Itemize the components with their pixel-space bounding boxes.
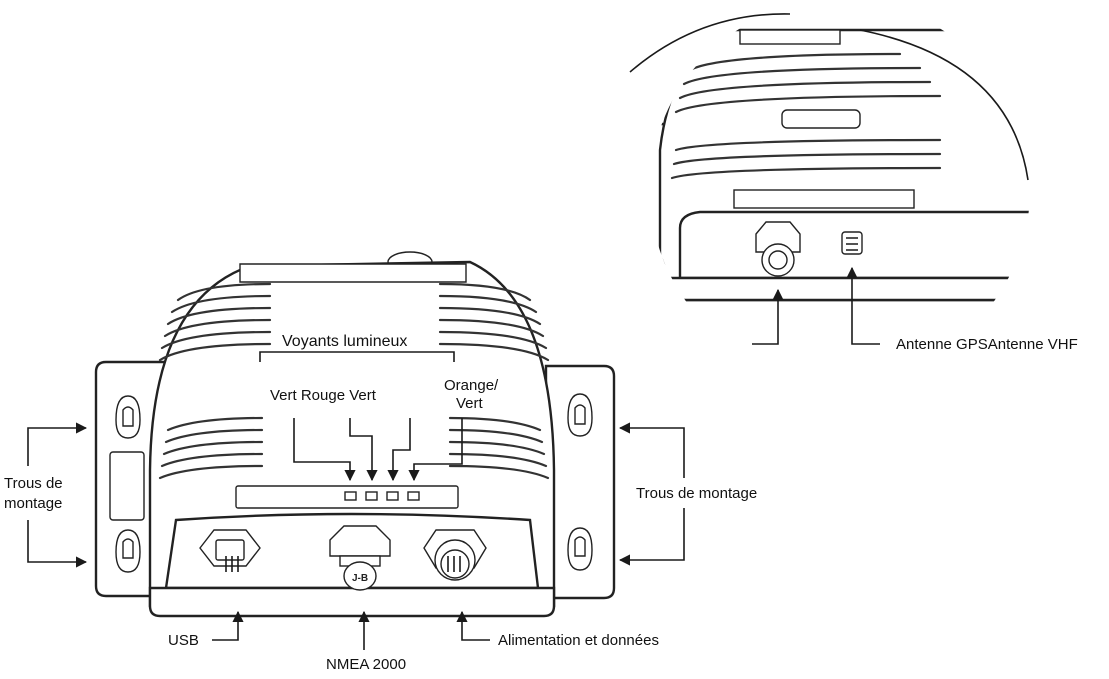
zoom-inset-rear-view bbox=[629, 13, 1030, 302]
mount-hole-callouts-right: Trous de montage bbox=[618, 422, 757, 566]
led-4-orange-green bbox=[407, 491, 420, 501]
mount-hole-right-bottom bbox=[567, 527, 593, 571]
port-callouts: USB NMEA 2000 Alimentation et données bbox=[168, 610, 659, 673]
nmea-connector-marking: J-B bbox=[352, 573, 368, 584]
mount-holes-right-label: Trous de montage bbox=[636, 485, 757, 502]
device-main-illustration: J-B bbox=[94, 251, 616, 618]
cooling-fins-lower bbox=[158, 416, 550, 480]
mount-hole-left-bottom bbox=[115, 529, 141, 573]
mount-hole-callouts-left: Trous de montage bbox=[4, 422, 88, 568]
orange-vert-label-line2: Vert bbox=[456, 395, 484, 412]
led-3-green bbox=[386, 491, 399, 501]
led-1-green bbox=[344, 491, 357, 501]
nmea2000-port: J-B bbox=[329, 525, 391, 591]
cooling-fins-upper bbox=[158, 282, 550, 362]
vhf-antenna-connector bbox=[841, 231, 863, 255]
mount-hole-left-top bbox=[115, 395, 141, 439]
usb-label: USB bbox=[168, 632, 199, 649]
leds-title: Voyants lumineux bbox=[282, 333, 407, 350]
antenna-labels: Antenne GPSAntenne VHF bbox=[896, 336, 1078, 353]
mount-holes-left-label-line2: montage bbox=[4, 495, 62, 512]
led-colors-label: Vert Rouge Vert bbox=[270, 387, 377, 404]
mount-holes-left-label-line1: Trous de bbox=[4, 475, 63, 492]
power-data-port bbox=[423, 529, 487, 581]
gps-antenna-connector bbox=[755, 221, 801, 277]
nmea2000-label: NMEA 2000 bbox=[326, 656, 406, 673]
led-2-red bbox=[365, 491, 378, 501]
power-data-label: Alimentation et données bbox=[498, 632, 659, 649]
led-callouts: Voyants lumineux Vert Rouge Vert Orange/… bbox=[259, 333, 499, 482]
right-mount-flange bbox=[544, 364, 616, 600]
usb-port bbox=[199, 529, 261, 572]
antenna-callouts: Antenne GPSAntenne VHF bbox=[752, 266, 1078, 353]
mount-hole-right-top bbox=[567, 393, 593, 437]
orange-vert-label-line1: Orange/ bbox=[444, 377, 499, 394]
